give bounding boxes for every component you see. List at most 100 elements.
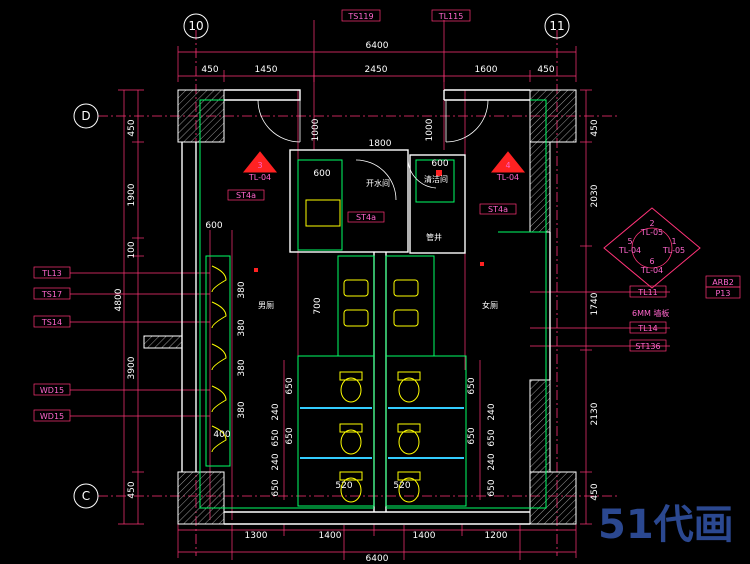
left-dim-3: 100 — [127, 241, 137, 258]
bottom-dim-3: 1400 — [413, 531, 436, 541]
toilet-right-2 — [397, 423, 421, 455]
sink-1 — [343, 279, 369, 297]
svg-text:5: 5 — [627, 237, 632, 246]
toilet-right-3 — [397, 471, 421, 503]
urinal-1 — [211, 265, 227, 293]
sink-3 — [393, 279, 419, 297]
svg-text:520: 520 — [335, 481, 352, 491]
left-overall-dim: 4800 — [114, 288, 124, 311]
svg-text:P13: P13 — [715, 289, 730, 298]
urinal-5 — [211, 425, 227, 453]
sink-2 — [343, 309, 369, 327]
right-dim-5: 450 — [590, 483, 600, 500]
sink-4 — [393, 309, 419, 327]
svg-text:TL-05: TL-05 — [662, 246, 685, 255]
svg-text:600: 600 — [431, 159, 448, 169]
svg-text:10: 10 — [188, 19, 203, 33]
right-dim-3: 1740 — [590, 292, 600, 315]
svg-text:700: 700 — [313, 297, 323, 314]
svg-text:650: 650 — [487, 429, 497, 446]
bottom-dim-1: 1300 — [245, 531, 268, 541]
note-thickness: 6MM 墙板 — [632, 308, 669, 318]
tag-leader-lines — [70, 272, 670, 417]
svg-text:600: 600 — [313, 169, 330, 179]
svg-text:TL-04: TL-04 — [618, 246, 641, 255]
svg-text:650: 650 — [487, 479, 497, 496]
top-tag-TL115: TL115 — [431, 9, 471, 22]
svg-text:ST4a: ST4a — [488, 205, 508, 214]
toilet-fixtures — [211, 199, 421, 503]
top-dim-2: 1450 — [255, 65, 278, 75]
bottom-dim-4: 1200 — [485, 531, 508, 541]
svg-text:240: 240 — [271, 453, 281, 470]
red-marks — [254, 170, 484, 272]
room-womens: 女厕 — [482, 300, 498, 310]
grid-bubble-D: D — [73, 103, 99, 129]
grid-bubble-C: C — [73, 483, 99, 509]
svg-text:6: 6 — [649, 257, 654, 266]
svg-text:TL-04: TL-04 — [496, 173, 519, 182]
svg-text:TL14: TL14 — [637, 324, 658, 333]
right-dim-1: 450 — [590, 119, 600, 136]
svg-text:2: 2 — [649, 219, 654, 228]
svg-text:3: 3 — [257, 161, 262, 170]
svg-text:TL11: TL11 — [637, 288, 658, 297]
bottom-dim-2: 1400 — [319, 531, 342, 541]
room-mens: 男厕 — [258, 301, 274, 310]
svg-text:C: C — [82, 489, 90, 503]
interior-dims: 1000 1000 1800 600 600 600 700 650 650 2… — [205, 118, 497, 496]
room-shaft: 管井 — [426, 232, 442, 242]
svg-text:400: 400 — [213, 430, 230, 440]
svg-text:TL-05: TL-05 — [640, 228, 663, 237]
svg-text:380: 380 — [237, 319, 247, 336]
svg-text:650: 650 — [285, 427, 295, 444]
right-dim-4: 2130 — [590, 402, 600, 425]
top-overall-dim: 6400 — [366, 41, 389, 51]
top-tag-TS119: TS119 — [341, 9, 381, 22]
grid-bubble-11: 11 — [544, 13, 570, 39]
svg-text:240: 240 — [487, 453, 497, 470]
svg-text:600: 600 — [205, 221, 222, 231]
left-dim-5: 450 — [127, 481, 137, 498]
svg-text:D: D — [81, 109, 90, 123]
svg-text:11: 11 — [549, 19, 564, 33]
door-swings — [257, 99, 489, 201]
svg-text:1800: 1800 — [369, 139, 392, 149]
svg-text:WD15: WD15 — [40, 386, 64, 395]
toilet-left-1 — [339, 371, 363, 403]
grab-bars — [300, 407, 464, 459]
inner-tags: ST4a ST4a ST4a — [227, 189, 517, 223]
svg-text:650: 650 — [467, 427, 477, 444]
bottom-overall-dim: 6400 — [366, 554, 389, 564]
svg-text:1000: 1000 — [425, 118, 435, 141]
toilet-left-2 — [339, 423, 363, 455]
svg-text:650: 650 — [285, 377, 295, 394]
svg-text:520: 520 — [393, 481, 410, 491]
left-tags: TL13 TS17 TS14 WD15 WD15 — [33, 266, 71, 422]
svg-text:ARB2: ARB2 — [712, 278, 734, 287]
wall-columns — [143, 89, 577, 525]
svg-text:650: 650 — [271, 479, 281, 496]
toilet-left-3 — [339, 471, 363, 503]
svg-text:240: 240 — [487, 403, 497, 420]
left-dim-2: 1900 — [127, 183, 137, 206]
svg-text:650: 650 — [271, 429, 281, 446]
urinal-4 — [211, 385, 227, 413]
green-partitions — [199, 99, 547, 509]
right-dim-2: 2030 — [590, 184, 600, 207]
svg-text:380: 380 — [237, 401, 247, 418]
svg-text:ST4a: ST4a — [356, 213, 376, 222]
top-dim-1: 450 — [201, 65, 218, 75]
urinal-2 — [211, 301, 227, 329]
top-dim-4: 1600 — [475, 65, 498, 75]
left-dim-4: 3900 — [127, 356, 137, 379]
svg-text:380: 380 — [237, 359, 247, 376]
svg-text:WD15: WD15 — [40, 412, 64, 421]
svg-text:240: 240 — [271, 403, 281, 420]
top-dim-3: 2450 — [365, 65, 388, 75]
left-dim-1: 450 — [127, 119, 137, 136]
svg-text:ST136: ST136 — [635, 342, 660, 351]
svg-text:TS119: TS119 — [347, 12, 373, 21]
section-mark-4: 4 TL-04 — [490, 151, 526, 182]
svg-text:TL115: TL115 — [438, 12, 464, 21]
